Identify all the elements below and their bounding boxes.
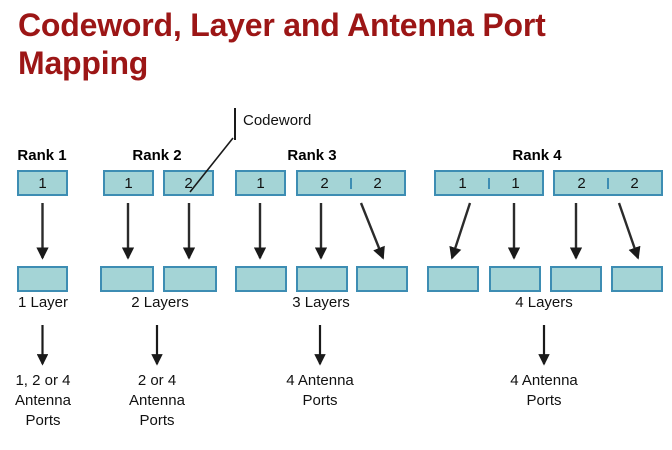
- codeword-callout-label: Codeword: [243, 112, 312, 129]
- rank-label-4: Rank 4: [512, 147, 562, 164]
- layer-box-rank3-1[interactable]: [235, 266, 287, 292]
- layer-box-rank4-4[interactable]: [611, 266, 663, 292]
- port-caption-rank4: 4 Antenna Ports: [492, 371, 596, 411]
- codeword-cell: 1: [38, 174, 47, 192]
- port-caption-line: Ports: [139, 412, 175, 429]
- layer-box-rank4-1[interactable]: [427, 266, 479, 292]
- codeword-cell: 2: [350, 176, 404, 191]
- rank-label-2: Rank 2: [132, 147, 182, 164]
- port-caption-rank3: 4 Antenna Ports: [268, 371, 372, 411]
- layer-box-rank2-1[interactable]: [100, 266, 154, 292]
- layer-caption-rank3: 3 Layers: [292, 294, 350, 311]
- page-title: Codeword, Layer and Antenna Port Mapping: [18, 7, 546, 81]
- port-caption-line: Ports: [302, 392, 338, 409]
- codeword-box-rank3-cw2[interactable]: 2 2: [296, 170, 406, 196]
- codeword-callout-tick: [234, 108, 236, 140]
- codeword-cell: 1: [124, 174, 133, 192]
- layer-caption-rank2: 2 Layers: [131, 294, 189, 311]
- arrow-rank4-4: [617, 202, 641, 260]
- port-caption-line: 4 Antenna: [286, 372, 354, 389]
- port-caption-rank1: 1, 2 or 4 Antenna Ports: [0, 371, 86, 431]
- layer-caption-rank4: 4 Layers: [515, 294, 573, 311]
- port-caption-line: 2 or 4: [137, 372, 177, 389]
- codeword-box-rank1-cw1[interactable]: 1: [17, 170, 68, 196]
- port-caption-line: Ports: [25, 412, 61, 429]
- arrow-rank4-1: [449, 202, 472, 260]
- codeword-box-rank2-cw1[interactable]: 1: [103, 170, 154, 196]
- codeword-cell: 2: [607, 176, 661, 191]
- layer-box-rank4-3[interactable]: [550, 266, 602, 292]
- layer-box-rank3-3[interactable]: [356, 266, 408, 292]
- codeword-cell: 1: [256, 174, 265, 192]
- codeword-box-rank3-cw1[interactable]: 1: [235, 170, 286, 196]
- port-caption-line: Antenna: [129, 392, 185, 409]
- rank-label-3: Rank 3: [287, 147, 337, 164]
- port-caption-rank2: 2 or 4 Antenna Ports: [114, 371, 200, 431]
- codeword-cell: 1: [488, 176, 542, 191]
- port-caption-line: Antenna: [15, 392, 71, 409]
- layer-box-rank3-2[interactable]: [296, 266, 348, 292]
- codeword-cell: 2: [320, 174, 329, 192]
- codeword-cell: 2: [184, 174, 193, 192]
- layer-box-rank2-2[interactable]: [163, 266, 217, 292]
- codeword-cell: 2: [577, 174, 586, 192]
- codeword-box-rank2-cw2[interactable]: 2: [163, 170, 214, 196]
- layer-box-rank1-1[interactable]: [17, 266, 68, 292]
- layer-box-rank4-2[interactable]: [489, 266, 541, 292]
- arrow-rank3-3: [359, 202, 385, 260]
- layer-caption-rank1: 1 Layer: [17, 294, 69, 311]
- rank-label-1: Rank 1: [17, 147, 67, 164]
- codeword-cell: 1: [458, 174, 467, 192]
- codeword-box-rank4-cw2[interactable]: 2 2: [553, 170, 663, 196]
- port-caption-line: 4 Antenna: [510, 372, 578, 389]
- codeword-box-rank4-cw1[interactable]: 1 1: [434, 170, 544, 196]
- port-caption-line: Ports: [526, 392, 562, 409]
- port-caption-line: 1, 2 or 4: [15, 372, 71, 389]
